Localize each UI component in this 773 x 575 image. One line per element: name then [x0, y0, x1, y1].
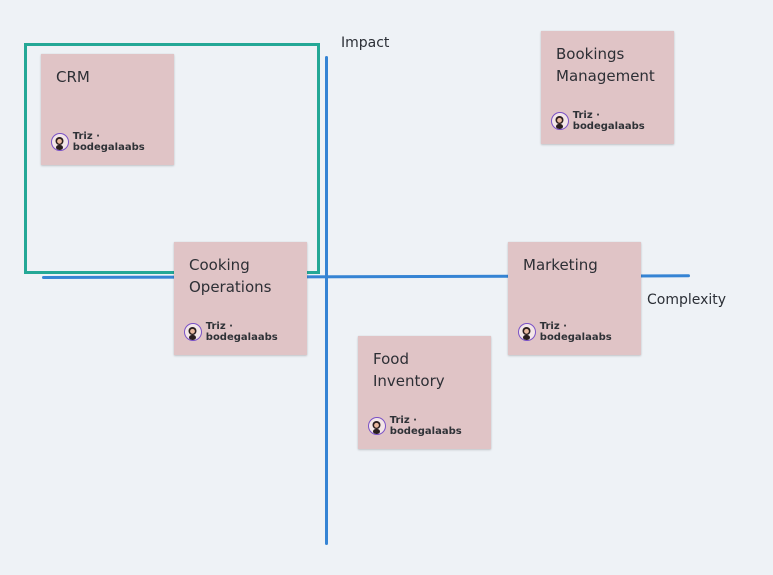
note-author: Triz · bodegalaabs — [368, 415, 491, 437]
note-author-name: Triz · bodegalaabs — [389, 415, 462, 437]
note-title: Bookings Management — [556, 45, 655, 85]
note-author-name: Triz · bodegalaabs — [72, 131, 145, 153]
note-title: CRM — [56, 68, 90, 86]
selection-frame[interactable] — [24, 43, 320, 274]
user-avatar-icon — [368, 417, 386, 435]
sticky-note-bookings-management[interactable]: Bookings Management Triz · bodegalaabs — [541, 31, 674, 144]
sticky-note-marketing[interactable]: Marketing Triz · bodegalaabs — [508, 242, 641, 355]
note-author-name: Triz · bodegalaabs — [572, 110, 645, 132]
user-avatar-icon — [51, 133, 69, 151]
note-author: Triz · bodegalaabs — [518, 321, 641, 343]
note-author: Triz · bodegalaabs — [184, 321, 307, 343]
note-title: Cooking Operations — [189, 256, 272, 296]
sticky-note-food-inventory[interactable]: Food Inventory Triz · bodegalaabs — [358, 336, 491, 449]
note-author-name: Triz · bodegalaabs — [539, 321, 612, 343]
complexity-axis-label: Complexity — [647, 292, 727, 308]
impact-axis — [325, 56, 328, 545]
user-avatar-icon — [518, 323, 536, 341]
user-avatar-icon — [184, 323, 202, 341]
note-author-name: Triz · bodegalaabs — [205, 321, 278, 343]
sticky-note-cooking-operations[interactable]: Cooking Operations Triz · bodegalaabs — [174, 242, 307, 355]
note-title: Food Inventory — [373, 350, 445, 390]
impact-axis-label: Impact — [341, 35, 390, 51]
user-avatar-icon — [551, 112, 569, 130]
note-author: Triz · bodegalaabs — [551, 110, 674, 132]
note-author: Triz · bodegalaabs — [51, 131, 174, 153]
note-title: Marketing — [523, 256, 598, 274]
sticky-note-crm[interactable]: CRM Triz · bodegalaabs — [41, 54, 174, 165]
